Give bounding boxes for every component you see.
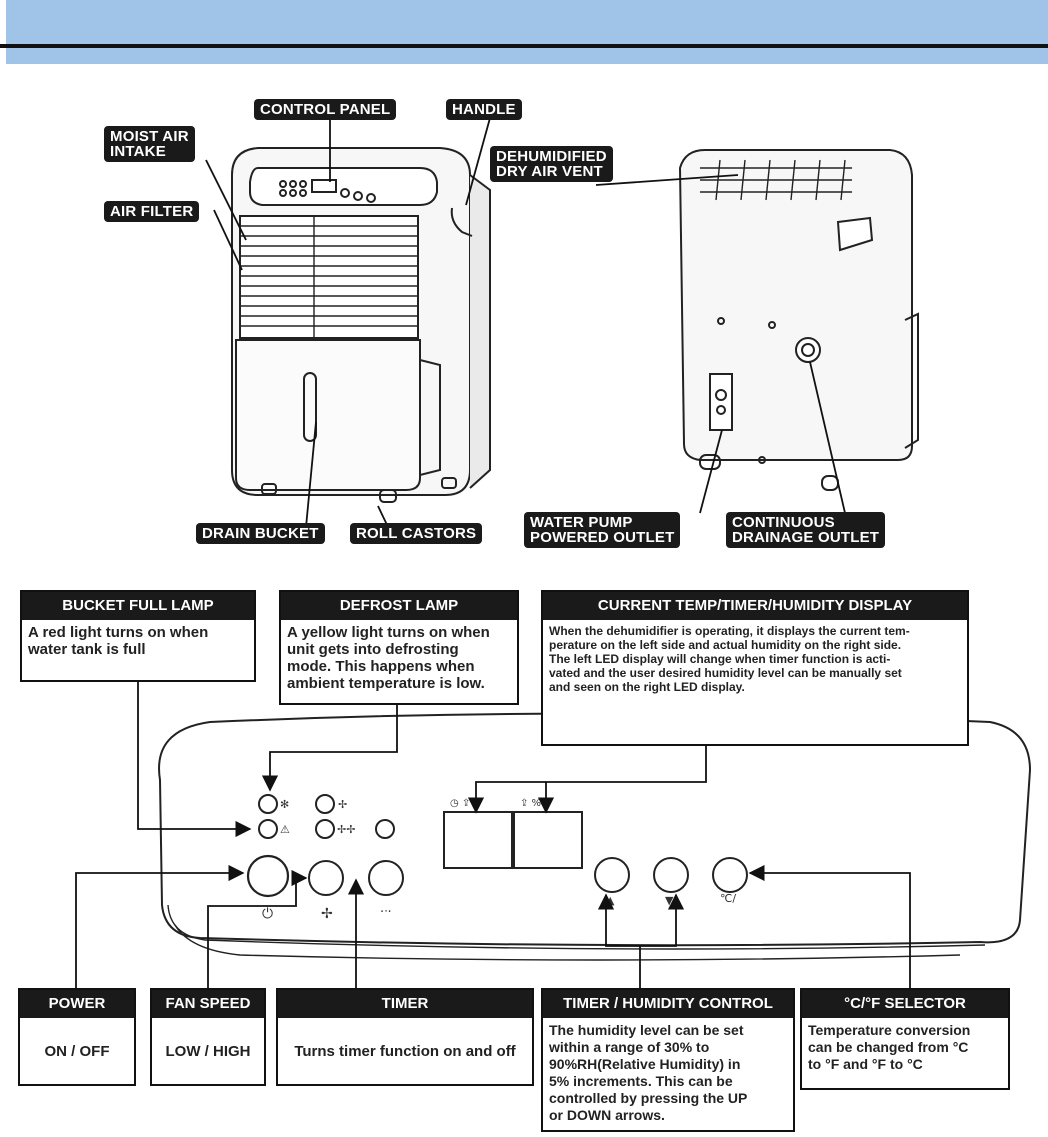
- dehumidifier-front-illustration: [231, 147, 491, 503]
- box-fan-speed-title: FAN SPEED: [152, 990, 264, 1018]
- fan-low-icon: ✢: [338, 798, 347, 811]
- box-defrost-body: A yellow light turns on when unit gets i…: [287, 624, 490, 692]
- box-timer-humidity-body: The humidity level can be set within a r…: [549, 1022, 748, 1123]
- fan-icon: ✢: [321, 906, 333, 922]
- arrow-power: [75, 864, 245, 989]
- unit-toggle-icon: ℃/: [720, 892, 736, 905]
- box-fan-speed: FAN SPEED LOW / HIGH: [150, 988, 266, 1086]
- label-handle: HANDLE: [446, 99, 522, 120]
- box-defrost-lamp: DEFROST LAMP A yellow light turns on whe…: [279, 590, 519, 705]
- header-banner: [6, 0, 1048, 64]
- down-arrow-icon: ▼: [665, 894, 674, 907]
- leader-drain-bucket: [305, 421, 317, 528]
- label-dry-air-vent: DEHUMIDIFIED DRY AIR VENT: [490, 146, 613, 182]
- warning-icon: ⚠: [280, 823, 290, 836]
- arrow-fan-speed: [207, 869, 308, 989]
- arrow-down: [640, 893, 685, 947]
- leader-dry-air-vent: [595, 174, 739, 186]
- box-unit-selector-body: Temperature conversion can be changed fr…: [808, 1022, 971, 1072]
- snowflake-icon: ✻: [280, 798, 289, 811]
- arrow-defrost: [261, 705, 398, 792]
- leader-moist-air: [205, 159, 247, 241]
- leader-drainage: [809, 361, 846, 514]
- box-unit-selector-title: °C/°F SELECTOR: [802, 990, 1008, 1018]
- fan-high-icon: ✢✢: [337, 823, 355, 836]
- label-roll-castors: ROLL CASTORS: [350, 523, 483, 544]
- box-unit-selector: °C/°F SELECTOR Temperature conversion ca…: [800, 988, 1010, 1090]
- power-icon: ⏻: [262, 906, 273, 922]
- box-timer-humidity-control: TIMER / HUMIDITY CONTROL The humidity le…: [541, 988, 795, 1132]
- label-moist-air-intake: MOIST AIR INTAKE: [104, 126, 195, 162]
- header-rule: [0, 44, 1048, 48]
- leader-handle: [465, 117, 491, 206]
- arrow-display-left: [467, 781, 546, 814]
- leader-air-filter: [213, 209, 243, 271]
- box-power: POWER ON / OFF: [18, 988, 136, 1086]
- box-bucket-full-body: A red light turns on when water tank is …: [28, 624, 209, 658]
- box-fan-speed-body: LOW / HIGH: [165, 1042, 251, 1060]
- arrow-bucket-full: [137, 680, 252, 838]
- label-control-panel: CONTROL PANEL: [254, 99, 397, 120]
- box-display-title: CURRENT TEMP/TIMER/HUMIDITY DISPLAY: [543, 592, 967, 620]
- box-display: CURRENT TEMP/TIMER/HUMIDITY DISPLAY When…: [541, 590, 969, 746]
- box-timer-humidity-title: TIMER / HUMIDITY CONTROL: [543, 990, 793, 1018]
- display-left-glyphs: ◷ ⇪: [450, 798, 470, 809]
- leader-water-pump: [699, 429, 723, 514]
- box-display-body: When the dehumidifier is operating, it d…: [549, 624, 910, 694]
- arrow-display-right: [537, 745, 707, 814]
- box-timer-body: Turns timer function on and off: [294, 1042, 516, 1060]
- box-timer: TIMER Turns timer function on and off: [276, 988, 534, 1086]
- arrow-unit-selector: [748, 864, 911, 989]
- label-drain-bucket: DRAIN BUCKET: [196, 523, 325, 544]
- arrow-up: [597, 893, 641, 989]
- box-bucket-full-lamp: BUCKET FULL LAMP A red light turns on wh…: [20, 590, 256, 682]
- box-timer-title: TIMER: [278, 990, 532, 1018]
- box-power-body: ON / OFF: [44, 1042, 110, 1060]
- dehumidifier-back-illustration: [678, 149, 919, 491]
- box-power-title: POWER: [20, 990, 134, 1018]
- box-bucket-full-title: BUCKET FULL LAMP: [22, 592, 254, 620]
- label-air-filter: AIR FILTER: [104, 201, 200, 222]
- timer-icon: ·ᐧ·: [380, 905, 392, 920]
- control-panel-illustration: [158, 712, 1032, 961]
- label-water-pump-outlet: WATER PUMP POWERED OUTLET: [524, 512, 681, 548]
- label-continuous-drainage-outlet: CONTINUOUS DRAINAGE OUTLET: [726, 512, 886, 548]
- box-defrost-title: DEFROST LAMP: [281, 592, 517, 620]
- up-arrow-icon: ▲: [606, 894, 615, 907]
- display-right-glyphs: ⇪ %♦: [520, 798, 550, 809]
